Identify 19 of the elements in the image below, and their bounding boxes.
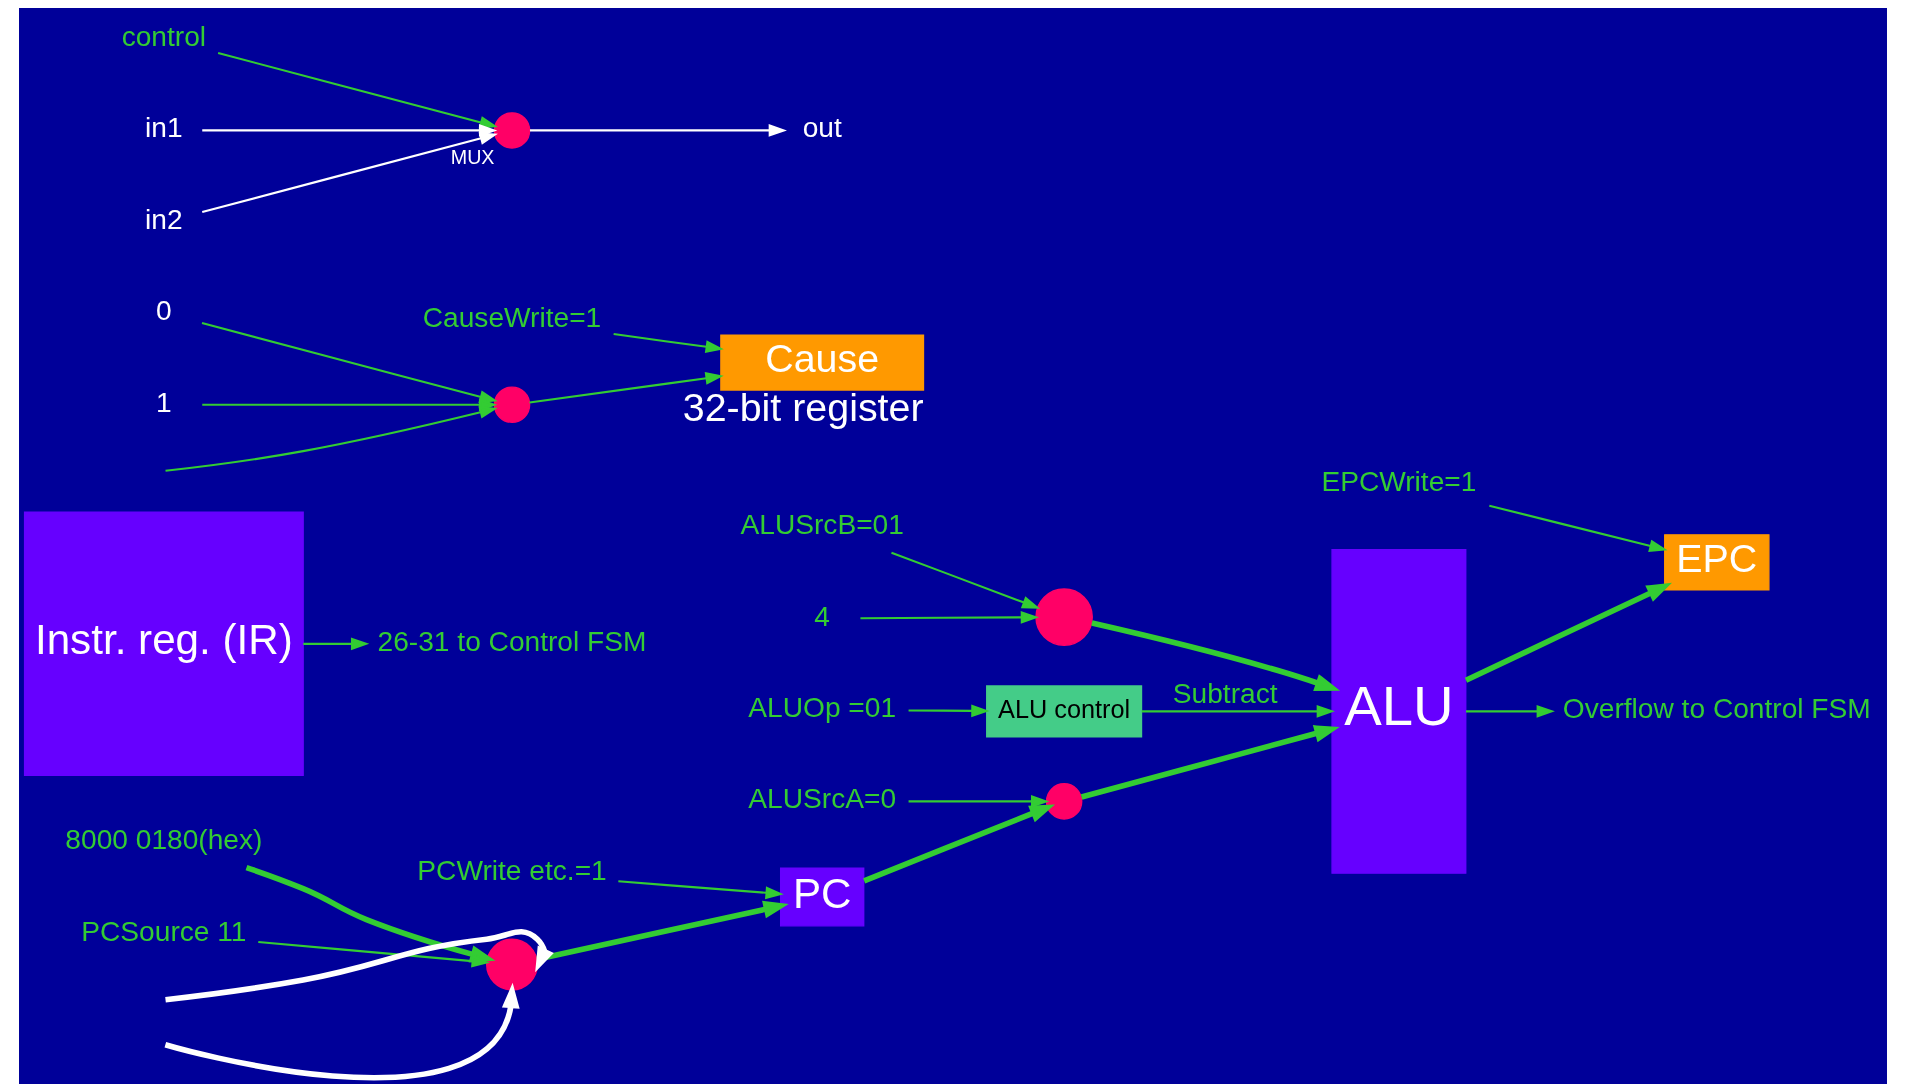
edge-label: Subtract xyxy=(1172,677,1278,709)
node-text: ALUSrcA=0 xyxy=(747,783,896,815)
node-text: PCSource 11 xyxy=(80,915,246,947)
node-text: in2 xyxy=(144,203,183,235)
node-text: ALUSrcB=01 xyxy=(740,509,904,541)
node-text: out xyxy=(802,112,842,144)
node-text: EPCWrite=1 xyxy=(1320,465,1476,497)
node-text: 8000 0180(hex) xyxy=(64,824,262,856)
node-text: 26-31 to Control FSM xyxy=(377,625,646,657)
node-text: 4 xyxy=(813,600,830,632)
node-text: 1 xyxy=(155,386,172,418)
node-text: PCWrite etc.=1 xyxy=(416,855,607,887)
node-text: in1 xyxy=(144,112,183,144)
node-text: 0 xyxy=(155,295,172,327)
node-text: Overflow to Control FSM xyxy=(1562,693,1871,725)
node-text: CauseWrite=1 xyxy=(422,302,601,334)
node-text: ALUOp =01 xyxy=(747,691,896,723)
node-label: MUX xyxy=(450,145,495,168)
node-text: control xyxy=(121,21,206,53)
